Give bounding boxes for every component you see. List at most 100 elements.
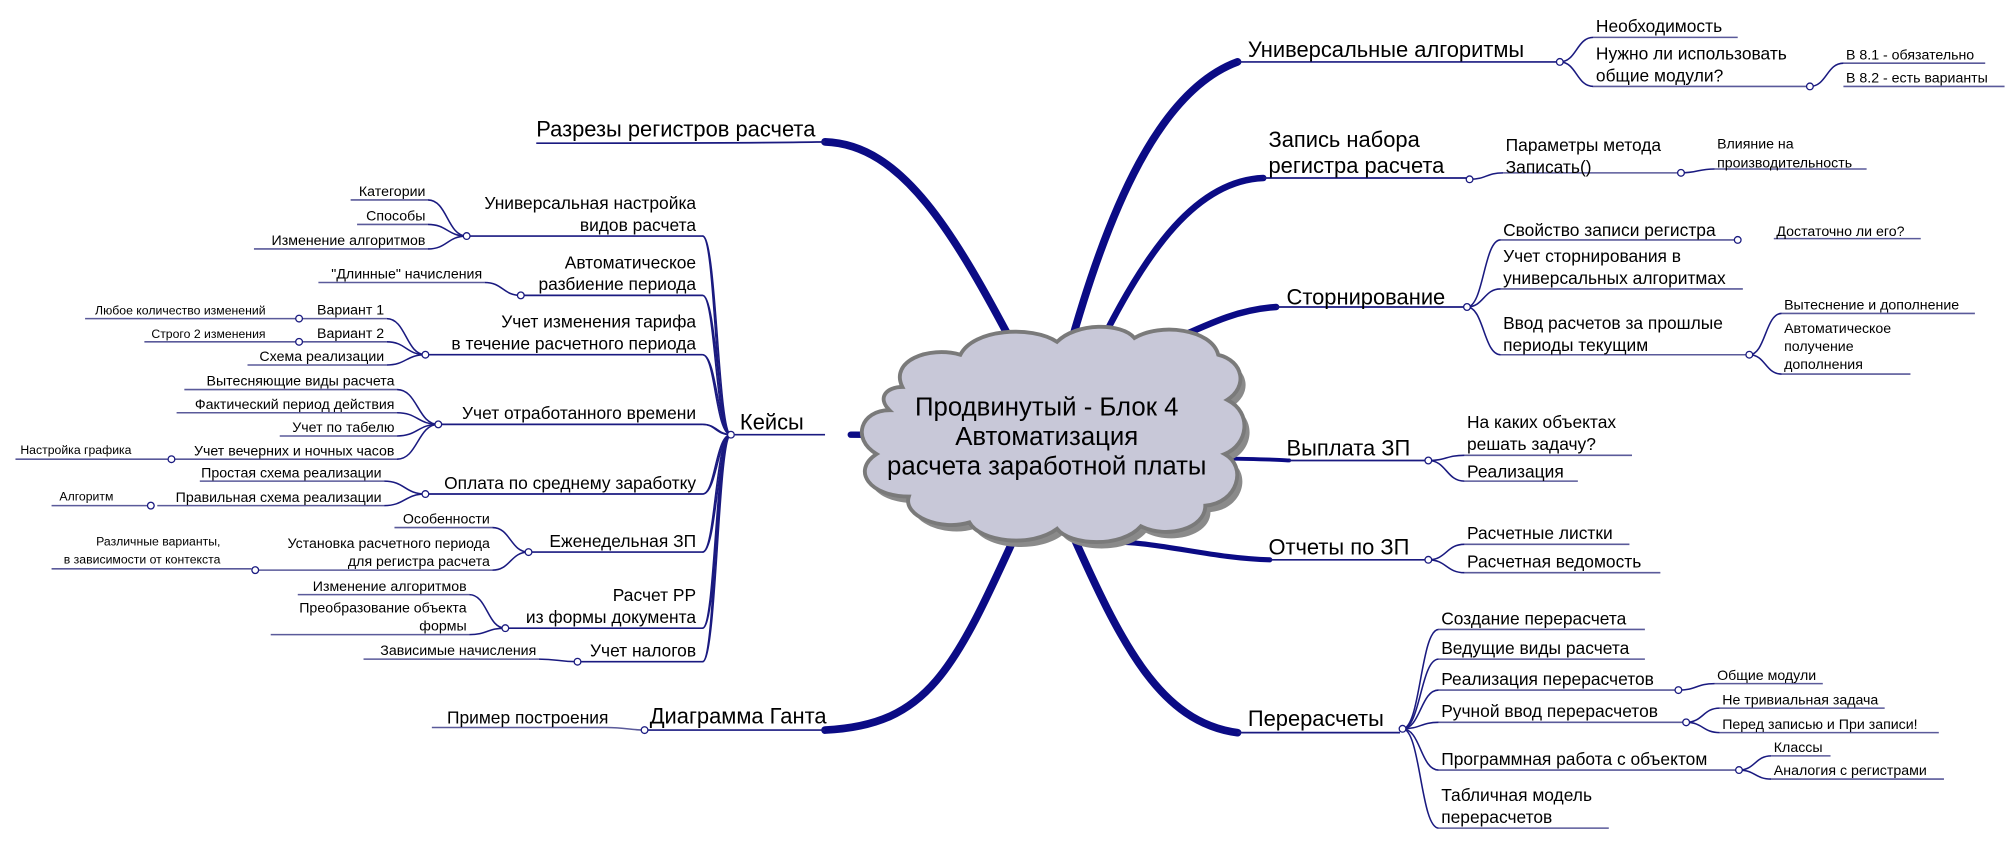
case-toggle-icon[interactable]	[573, 657, 582, 666]
case-item-2[interactable]: разбиение периода	[538, 274, 696, 294]
grand-topic[interactable]: Автоматическое	[1784, 321, 1891, 337]
topic-label[interactable]: Параметры метода	[1506, 135, 1662, 155]
topic-label[interactable]: Ведущие виды расчета	[1441, 638, 1629, 658]
grand-topic[interactable]: получение	[1784, 339, 1854, 355]
branch-vyplata[interactable]: Выплата ЗП	[1287, 435, 1411, 460]
case-item-3[interactable]: Учет изменения тарифа	[501, 312, 696, 332]
topic-label[interactable]: В 8.1 - обязательно	[1846, 47, 1974, 63]
grand-topic[interactable]: Любое количество изменений	[95, 304, 265, 318]
case-item-1[interactable]: Универсальная настройка	[484, 193, 696, 213]
central-topic[interactable]: Продвинутый - Блок 4Автоматизациярасчета…	[859, 324, 1250, 549]
case-item-8[interactable]: Учет налогов	[590, 641, 696, 661]
expand-toggle-icon[interactable]	[1682, 718, 1691, 727]
expand-toggle-icon[interactable]	[1735, 766, 1743, 775]
expand-toggle-icon[interactable]	[1733, 235, 1742, 244]
topic-label[interactable]: универсальных алгоритмах	[1503, 268, 1726, 288]
expand-toggle-icon[interactable]	[251, 566, 260, 575]
subtopic[interactable]: Учет по табелю	[292, 420, 395, 436]
topic-label[interactable]: Создание перерасчета	[1441, 608, 1626, 628]
case-item-7[interactable]: из формы документа	[526, 607, 697, 627]
subtopic[interactable]: Схема реализации	[259, 349, 384, 365]
expand-toggle-icon[interactable]	[1676, 168, 1685, 177]
topic-label[interactable]: Достаточно ли его?	[1776, 224, 1904, 240]
branch-pereraschety[interactable]: Перерасчеты	[1248, 706, 1384, 731]
case-toggle-icon[interactable]	[524, 548, 533, 557]
subtopic[interactable]: Зависимые начисления	[380, 643, 536, 659]
grand-topic[interactable]: производительность	[1717, 156, 1852, 172]
cloud-shape[interactable]	[859, 324, 1247, 544]
topic-label[interactable]: Необходимость	[1596, 16, 1722, 36]
case-toggle-icon[interactable]	[421, 490, 430, 499]
expand-toggle-icon[interactable]	[1465, 175, 1474, 184]
grand-topic[interactable]: Влияние на	[1717, 136, 1794, 152]
branch-zapis[interactable]: Запись набора	[1268, 127, 1420, 152]
subtopic[interactable]: Учет вечерних и ночных часов	[194, 443, 394, 459]
topic-label[interactable]: Расчетные листки	[1467, 523, 1613, 543]
topic-label[interactable]: перерасчетов	[1441, 807, 1552, 827]
subtopic[interactable]: "Длинные" начисления	[331, 267, 482, 283]
topic-label[interactable]: Программная работа с объектом	[1441, 749, 1707, 769]
case-toggle-icon[interactable]	[434, 420, 443, 429]
subtopic[interactable]: Вариант 1	[317, 303, 384, 319]
topic-label[interactable]: общие модули?	[1596, 65, 1724, 85]
gant-toggle-icon[interactable]	[640, 726, 649, 735]
branch-otchety[interactable]: Отчеты по ЗП	[1268, 535, 1409, 560]
topic-label[interactable]: Ввод расчетов за прошлые	[1503, 313, 1723, 333]
subtopic[interactable]: для регистра расчета	[348, 554, 490, 570]
subtopic[interactable]: Изменение алгоритмов	[272, 233, 426, 249]
topic-label[interactable]: Вытеснение и дополнение	[1784, 298, 1959, 314]
case-item-3[interactable]: в течение расчетного периода	[451, 334, 696, 354]
expand-toggle-icon[interactable]	[1424, 456, 1433, 465]
expand-toggle-icon[interactable]	[1805, 82, 1814, 91]
subtopic[interactable]: Установка расчетного периода	[288, 536, 490, 552]
case-item-1[interactable]: видов расчета	[580, 215, 697, 235]
topic-label[interactable]: Свойство записи регистра	[1503, 220, 1716, 240]
case-toggle-icon[interactable]	[462, 232, 471, 241]
topic-label[interactable]: Учет сторнирования в	[1503, 246, 1681, 266]
subtopic[interactable]: Простая схема реализации	[201, 465, 381, 481]
branch-zapis[interactable]: регистра расчета	[1268, 153, 1445, 178]
grand-topic[interactable]: Настройка графика	[20, 443, 131, 457]
grand-topic[interactable]: Алгоритм	[59, 489, 113, 503]
subtopic[interactable]: Пример построения	[447, 708, 608, 728]
case-item-2[interactable]: Автоматическое	[565, 252, 696, 272]
grand-topic[interactable]: в зависимости от контекста	[64, 553, 221, 567]
expand-toggle-icon[interactable]	[167, 455, 176, 464]
topic-label[interactable]: Общие модули	[1717, 668, 1816, 684]
subtopic[interactable]: Особенности	[403, 512, 490, 528]
expand-toggle-icon[interactable]	[146, 501, 155, 510]
subtopic[interactable]: Фактический период действия	[195, 397, 395, 413]
topic-label[interactable]: Нужно ли использовать	[1596, 43, 1787, 63]
branch-univ[interactable]: Универсальные алгоритмы	[1248, 37, 1524, 62]
topic-label[interactable]: Классы	[1774, 740, 1823, 756]
central-topic-title[interactable]: Продвинутый - Блок 4	[915, 393, 1178, 421]
subtopic[interactable]: Вариант 2	[317, 326, 384, 342]
topic-label[interactable]: Ручной ввод перерасчетов	[1441, 701, 1658, 721]
grand-topic[interactable]: дополнения	[1784, 357, 1863, 373]
topic-label[interactable]: Перед записью и При записи!	[1722, 717, 1917, 733]
topic-label[interactable]: Аналогия с регистрами	[1774, 763, 1927, 779]
expand-toggle-icon[interactable]	[295, 314, 304, 323]
topic-label[interactable]: Расчетная ведомость	[1467, 552, 1641, 572]
case-item-4[interactable]: Учет отработанного времени	[462, 403, 696, 423]
subtopic[interactable]: Категории	[359, 184, 425, 200]
subtopic[interactable]: Вытесняющие виды расчета	[207, 374, 395, 390]
topic-label[interactable]: На каких объектах	[1467, 412, 1616, 432]
case-toggle-icon[interactable]	[516, 291, 525, 300]
topic-label[interactable]: решать задачу?	[1467, 434, 1596, 454]
subtopic[interactable]: формы	[419, 619, 466, 635]
expand-toggle-icon[interactable]	[1745, 350, 1754, 359]
case-toggle-icon[interactable]	[501, 624, 510, 633]
topic-label[interactable]: Табличная модель	[1441, 785, 1592, 805]
subtopic[interactable]: Изменение алгоритмов	[313, 579, 467, 595]
case-toggle-icon[interactable]	[421, 350, 430, 359]
grand-topic[interactable]: Различные варианты,	[96, 535, 220, 549]
topic-label[interactable]: В 8.2 - есть варианты	[1846, 71, 1988, 87]
expand-toggle-icon[interactable]	[1674, 686, 1683, 695]
branch-gant[interactable]: Диаграмма Ганта	[650, 704, 828, 729]
case-item-7[interactable]: Расчет РР	[613, 585, 696, 605]
expand-toggle-icon[interactable]	[1424, 555, 1433, 564]
subtopic[interactable]: Способы	[366, 209, 425, 225]
expand-toggle-icon[interactable]	[1398, 724, 1407, 733]
case-item-5[interactable]: Оплата по среднему заработку	[444, 473, 696, 493]
